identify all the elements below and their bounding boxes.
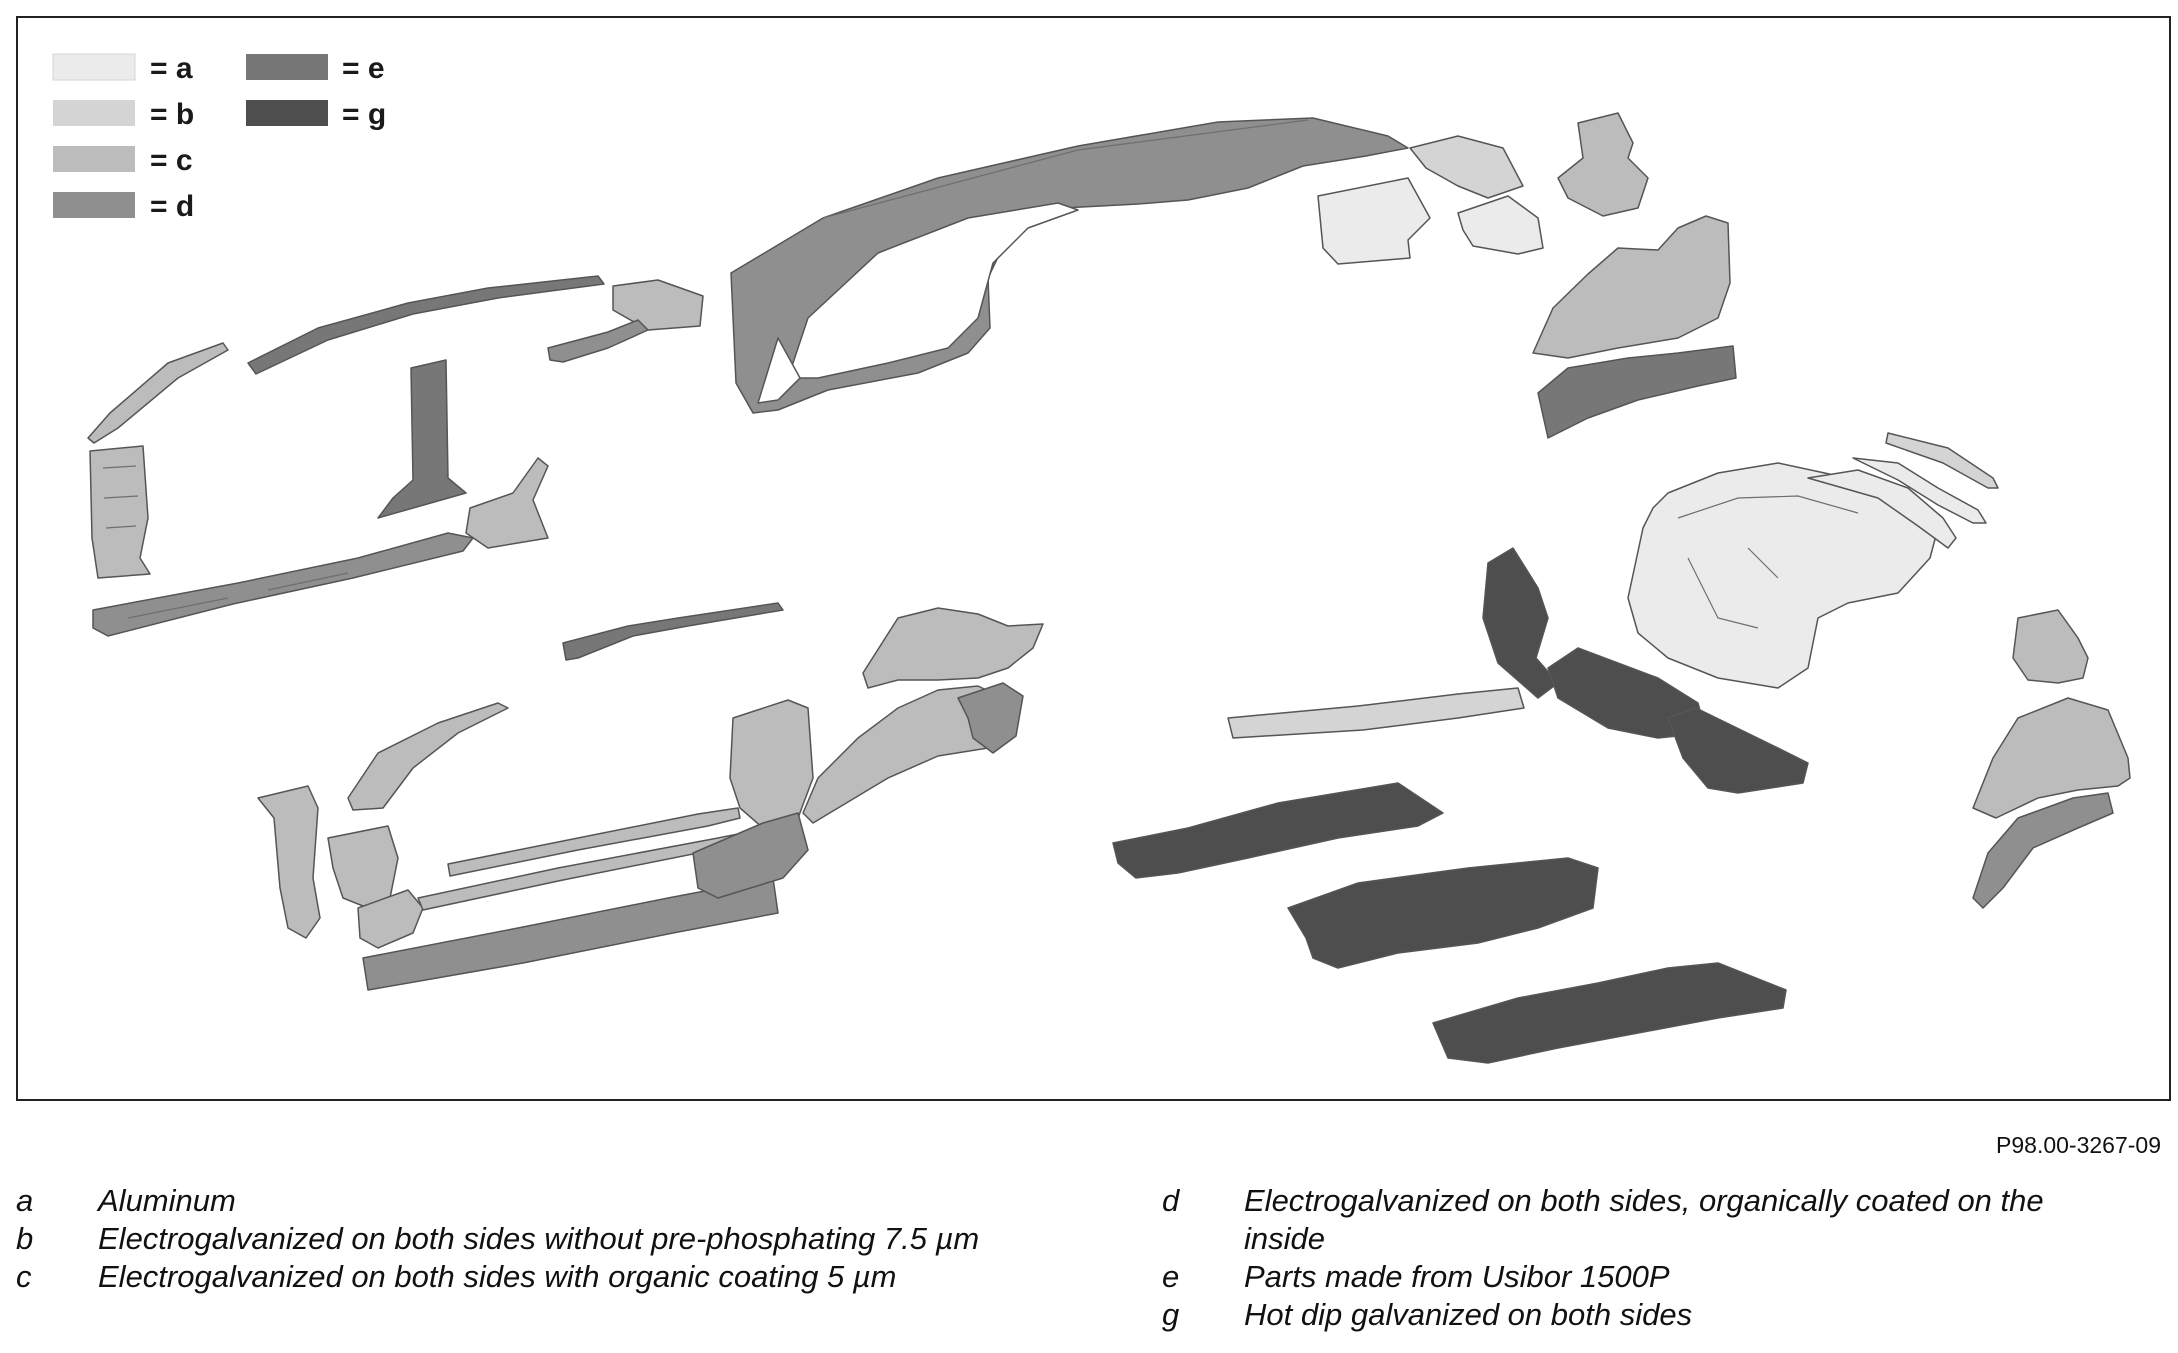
key-row-g: g Hot dip galvanized on both sides	[1162, 1296, 2122, 1334]
inner-center-pillar	[729, 699, 814, 829]
floor-panel-front	[1112, 782, 1444, 879]
key-text: Parts made from Usibor 1500P	[1244, 1259, 1670, 1294]
rear-mount-top	[1557, 112, 1649, 217]
key-text: Hot dip galvanized on both sides	[1244, 1297, 1693, 1332]
inner-roof-rail	[562, 602, 784, 661]
roof-rail	[247, 275, 605, 375]
legend-label-b: = b	[150, 98, 194, 131]
rear-bracket-b	[1409, 135, 1524, 199]
rear-arch-inner	[1972, 792, 2114, 909]
inner-side-group	[257, 602, 1044, 991]
small-reinforcement	[547, 319, 649, 363]
key-text: Electrogalvanized on both sides, organic…	[1244, 1183, 2044, 1256]
front-member	[1227, 687, 1525, 739]
material-key-left: a Aluminum b Electrogalvanized on both s…	[16, 1182, 1016, 1296]
key-letter: g	[1162, 1297, 1180, 1332]
legend-swatch-a	[52, 53, 136, 81]
exploded-body-diagram: = a = b = c = d = e = g	[16, 16, 2171, 1101]
side-sill-outer	[92, 532, 474, 637]
inner-rear-panel	[692, 812, 809, 899]
side-panel-door-opening	[757, 337, 801, 404]
front-side-frame-group	[87, 275, 704, 637]
rear-arch-top	[2012, 609, 2089, 684]
inner-sill-lower	[362, 877, 779, 991]
legend-label-c: = c	[150, 144, 193, 177]
rear-wheel-arch-group	[1972, 609, 2131, 909]
key-row-b: b Electrogalvanized on both sides withou…	[16, 1220, 1016, 1258]
rear-end-module	[1627, 462, 1939, 689]
b-pillar	[377, 359, 467, 519]
side-sill-detail	[127, 572, 349, 619]
rear-bracket-a	[1317, 177, 1431, 265]
key-text: Electrogalvanized on both sides without …	[98, 1221, 980, 1256]
a-pillar-upper	[87, 342, 229, 444]
legend-label-g: = g	[342, 98, 386, 131]
legend-swatch-g	[246, 100, 328, 126]
key-letter: a	[16, 1183, 34, 1218]
legend: = a = b = c = d = e = g	[52, 52, 386, 223]
figure-id: P98.00-3267-09	[1996, 1132, 2161, 1158]
legend-label-e: = e	[342, 52, 385, 85]
key-letter: e	[1162, 1259, 1180, 1294]
rear-cross-member	[1807, 469, 1957, 549]
inner-a-pillar	[257, 785, 321, 939]
legend-swatch-d	[53, 192, 135, 218]
legend-swatch-e	[246, 54, 328, 80]
rear-bracket-c	[1457, 195, 1544, 255]
legend-label-a: = a	[150, 52, 193, 85]
rear-longitudinal	[1482, 547, 1559, 699]
a-pillar-lower	[89, 445, 151, 579]
b-pillar-lower	[465, 457, 549, 549]
rear-end-module-detail	[1677, 495, 1859, 629]
side-panel-outer-group	[730, 117, 1409, 414]
key-row-a: a Aluminum	[16, 1182, 1016, 1220]
rear-floor-side-b	[1667, 707, 1809, 794]
key-letter: c	[16, 1259, 32, 1294]
rear-end-group	[1482, 432, 1999, 794]
cowl-bracket	[612, 279, 704, 331]
rear-arch-outer	[1972, 697, 2131, 819]
material-key-right: d Electrogalvanized on both sides, organ…	[1162, 1182, 2122, 1334]
legend-swatch-c	[53, 146, 135, 172]
floor-group	[1112, 687, 1787, 1064]
floor-panel-rear	[1432, 962, 1787, 1064]
a-pillar-lower-detail	[102, 465, 139, 529]
key-row-d: d Electrogalvanized on both sides, organ…	[1162, 1182, 2122, 1258]
side-panel-roof-line	[822, 119, 1309, 219]
floor-panel-middle	[1287, 857, 1599, 969]
inner-a-pillar-upper	[347, 702, 509, 811]
inner-sill-rail	[447, 807, 741, 877]
rear-top-bar	[1885, 432, 1999, 489]
legend-swatch-b	[53, 100, 135, 126]
key-letter: d	[1162, 1183, 1180, 1218]
inner-wheelhouse-dark	[957, 682, 1024, 754]
inner-lower-bracket	[357, 889, 424, 949]
rear-wheelhouse-lower	[1537, 345, 1737, 439]
rear-wheelhouse-inner	[1532, 215, 1731, 359]
key-row-e: e Parts made from Usibor 1500P	[1162, 1258, 2122, 1296]
key-row-c: c Electrogalvanized on both sides with o…	[16, 1258, 1016, 1296]
key-text: Aluminum	[98, 1183, 236, 1218]
diagram-canvas: = a = b = c = d = e = g	[52, 52, 2131, 1064]
side-panel-window-opening	[787, 202, 1079, 379]
inner-shock-tower	[862, 607, 1044, 689]
key-letter: b	[16, 1221, 34, 1256]
legend-label-d: = d	[150, 190, 194, 223]
rear-upper-group	[1317, 112, 1737, 439]
key-text: Electrogalvanized on both sides with org…	[98, 1259, 897, 1294]
rear-reinforcement-strip	[1852, 457, 1987, 524]
